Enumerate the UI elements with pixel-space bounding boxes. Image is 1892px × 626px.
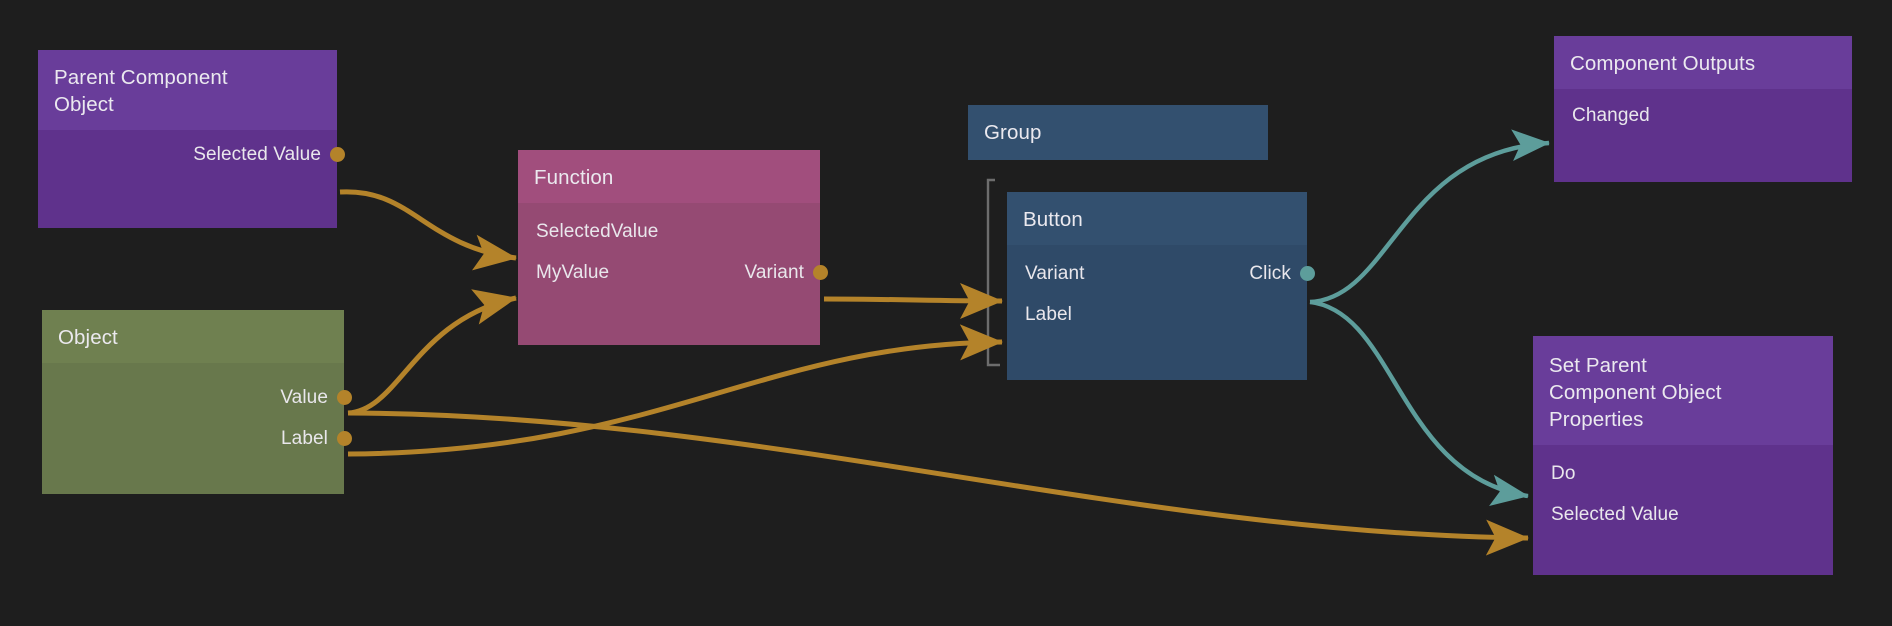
node-body-set-parent-component-object-properties: Do Selected Value: [1533, 445, 1833, 575]
node-body-parent-component-object: Selected Value: [38, 130, 345, 228]
port-dot-icon[interactable]: [329, 147, 345, 163]
input-port-do[interactable]: Do: [1533, 453, 1833, 494]
port-label-myvalue: MyValue: [536, 261, 610, 283]
output-port-selected-value[interactable]: Selected Value: [38, 134, 345, 175]
output-port-value[interactable]: Value: [42, 377, 352, 418]
port-dot-icon[interactable]: [336, 431, 352, 447]
wire-group-to-button: [986, 178, 1000, 367]
node-title-function: Function: [518, 150, 820, 204]
port-label-variant: Variant: [1025, 262, 1085, 284]
node-function[interactable]: Function SelectedValue MyValue Variant: [518, 150, 828, 345]
wire-object-value-to-setparent-selectedvalue: [347, 410, 1529, 556]
port-dot-icon[interactable]: [336, 390, 352, 406]
port-label-selected-value: Selected Value: [193, 143, 321, 165]
node-body-component-outputs: Changed: [1554, 89, 1852, 182]
node-title-object: Object: [42, 310, 344, 364]
node-title-button: Button: [1007, 192, 1307, 246]
node-body-function: SelectedValue MyValue Variant: [518, 203, 828, 345]
port-label-label: Label: [281, 427, 328, 449]
port-dot-icon[interactable]: [1299, 266, 1315, 282]
node-body-object: Value Label: [42, 363, 352, 494]
input-port-selectedvalue[interactable]: SelectedValue: [518, 211, 820, 252]
node-object[interactable]: Object Value Label: [42, 310, 352, 494]
node-group[interactable]: Group: [968, 105, 1268, 175]
node-title-set-parent-component-object-properties: Set Parent Component Object Properties: [1533, 336, 1833, 446]
node-set-parent-component-object-properties[interactable]: Set Parent Component Object Properties D…: [1533, 336, 1833, 575]
port-label-variant: Variant: [744, 261, 804, 283]
port-label-label: Label: [1025, 303, 1072, 325]
input-port-selected-value[interactable]: Selected Value: [1533, 494, 1833, 535]
node-button[interactable]: Button Variant Click Label: [1007, 192, 1315, 380]
port-label-selected-value: Selected Value: [1551, 503, 1679, 525]
node-title-group: Group: [968, 105, 1268, 161]
port-label-changed: Changed: [1572, 104, 1650, 126]
port-label-click: Click: [1249, 262, 1291, 284]
node-parent-component-object[interactable]: Parent Component Object Selected Value: [38, 50, 345, 228]
wire-function-variant-to-button-variant: [823, 282, 1004, 319]
port-row-myvalue-variant[interactable]: MyValue Variant: [518, 252, 828, 293]
node-title-component-outputs: Component Outputs: [1554, 36, 1852, 90]
output-port-label[interactable]: Label: [42, 418, 352, 459]
node-body-button: Variant Click Label: [1007, 245, 1315, 380]
wire-button-click-to-setparent-do: [1309, 299, 1529, 506]
wire-object-value-to-function-myvalue: [347, 289, 517, 416]
port-label-selectedvalue: SelectedValue: [536, 220, 659, 242]
port-row-variant-click[interactable]: Variant Click: [1007, 253, 1315, 294]
port-label-do: Do: [1551, 462, 1576, 484]
input-port-label[interactable]: Label: [1007, 294, 1307, 335]
port-dot-icon[interactable]: [812, 265, 828, 281]
port-label-value: Value: [280, 386, 328, 408]
node-title-parent-component-object: Parent Component Object: [38, 50, 337, 131]
wire-button-click-to-componentoutputs-changed: [1309, 129, 1550, 305]
wire-parent-selectedvalue-to-function-selectedvalue: [339, 189, 517, 271]
wire-object-label-to-button-label: [347, 324, 1003, 457]
node-component-outputs[interactable]: Component Outputs Changed: [1554, 36, 1852, 182]
input-port-changed[interactable]: Changed: [1554, 95, 1852, 136]
